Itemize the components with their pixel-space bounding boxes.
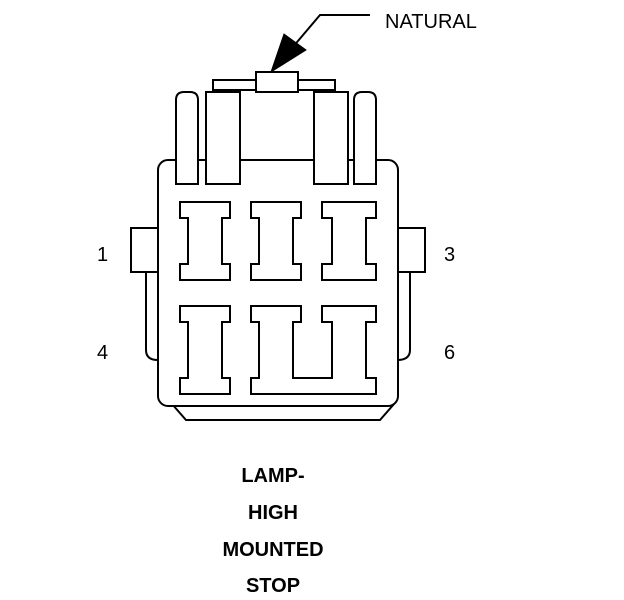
left-latch-arm — [145, 272, 159, 361]
cavity-4 — [179, 305, 231, 395]
connector-caption: LAMP- HIGH MOUNTED STOP — [222, 465, 323, 597]
pin-label-3: 3 — [444, 244, 455, 266]
caption-line-3: MOUNTED — [222, 539, 323, 561]
caption-line-2: HIGH — [248, 502, 298, 524]
locking-posts — [175, 91, 377, 185]
right-lock-post — [353, 91, 377, 185]
cavity-2 — [250, 201, 302, 281]
left-lock-tab — [130, 227, 162, 273]
key-tab-center — [255, 71, 299, 93]
callout-arrowhead — [270, 33, 307, 74]
right-lock-tab — [394, 227, 426, 273]
caption-line-1: LAMP- — [241, 465, 304, 487]
cavity-5-6-combined — [250, 305, 377, 395]
caption-line-4: STOP — [246, 575, 300, 597]
cavities-bottom-row — [179, 305, 377, 395]
cavity-1 — [179, 201, 231, 281]
pin-label-4: 4 — [97, 342, 108, 364]
pin-label-6: 6 — [444, 342, 455, 364]
right-latch-arm — [396, 272, 411, 361]
top-key-tab — [212, 71, 336, 93]
cavities-top-row — [179, 201, 377, 281]
pin-labels: 1 3 4 6 — [97, 244, 455, 364]
cavity-3 — [321, 201, 377, 281]
callout-leader-line — [291, 14, 370, 49]
natural-callout: NATURAL — [270, 11, 477, 74]
callout-label: NATURAL — [385, 11, 477, 33]
right-lock-post-inner — [313, 91, 349, 185]
pin-label-1: 1 — [97, 244, 108, 266]
connector-body — [157, 159, 399, 407]
left-lock-post — [175, 91, 199, 185]
left-lock-post-inner — [205, 91, 241, 185]
